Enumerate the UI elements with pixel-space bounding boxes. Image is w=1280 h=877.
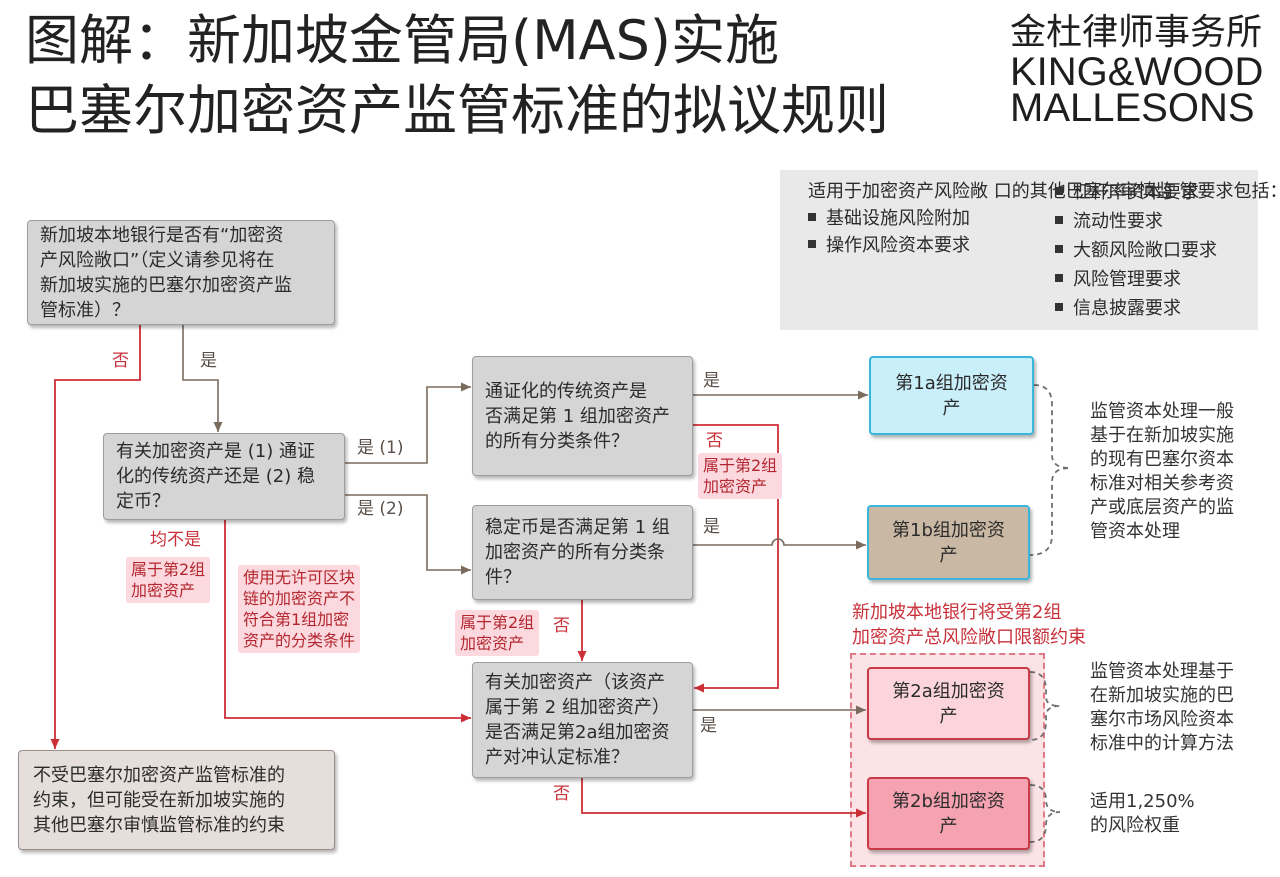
logo-english-line-1: KING&WOOD	[1010, 50, 1264, 94]
bullet-icon	[1055, 303, 1063, 311]
requirement-item-label: 信息披露要求	[1073, 298, 1181, 319]
node-not-subject: 不受巴塞尔加密资产监管标准的 约束，但可能受在新加坡实施的 其他巴塞尔审慎监管标…	[18, 750, 335, 850]
edge-exposure-yes	[182, 325, 223, 432]
node-stablecoin-question: 稳定币是否满足第 1 组 加密资产的所有分类条 件？	[472, 505, 693, 600]
brace-group-2a	[1029, 671, 1061, 741]
node-hedging-question: 有关加密资产（该资产 属于第 2 组加密资产） 是否满足第2a组加密资 产对冲认…	[472, 662, 693, 778]
edge-label-tokenized: 是 (1)	[357, 438, 404, 458]
requirement-item-label: 基础设施风险附加	[826, 208, 970, 229]
edge-label-stablecoin-no: 否	[553, 616, 570, 636]
bullet-icon	[808, 213, 816, 221]
edge-stablecoin-yes	[693, 538, 866, 550]
page-title: 图解：新加坡金管局(MAS)实施 巴塞尔加密资产监管标准的拟议规则	[25, 6, 889, 146]
node-stablecoin-question-text: 稳定币是否满足第 1 组 加密资产的所有分类条 件？	[485, 517, 670, 588]
group-2-limit-note: 新加坡本地银行将受第2组 加密资产总风险敞口限额约束	[852, 602, 1086, 648]
edge-label-stablecoin-group2: 属于第2组 加密资产	[455, 610, 540, 656]
edge-label-stablecoin-yes: 是	[703, 517, 720, 537]
page-title-line-2: 巴塞尔加密资产监管标准的拟议规则	[25, 79, 889, 142]
requirement-item-label: 流动性要求	[1073, 211, 1163, 232]
edge-label-tokenized-yes: 是	[703, 371, 720, 391]
edge-type-tokenized	[345, 382, 471, 464]
bullet-icon	[808, 240, 816, 248]
node-group-1b-text: 第1b组加密资 产	[892, 519, 1005, 566]
logo-english-line-2: MALLESONS	[1010, 86, 1255, 130]
bullet-icon	[1055, 274, 1063, 282]
requirement-item-label: 风险管理要求	[1073, 269, 1181, 290]
node-asset-type-question: 有关加密资产是 (1) 通证 化的传统资产还是 (2) 稳 定币？	[103, 433, 345, 520]
edge-type-neither	[224, 520, 471, 723]
node-not-subject-text: 不受巴塞尔加密资产监管标准的 约束，但可能受在新加坡实施的 其他巴塞尔审慎监管标…	[33, 764, 285, 836]
node-bank-exposure-question-text: 新加坡本地银行是否有“加密资 产风险敞口”（定义请参见将在 新加坡实施的巴塞尔加…	[40, 224, 292, 321]
edge-exposure-no	[50, 325, 141, 749]
requirement-item: 风险管理要求	[1055, 265, 1217, 294]
node-group-1a-text: 第1a组加密资 产	[895, 372, 1008, 419]
edge-label-permissionless-note: 使用无许可区块 链的加密资产不 符合第1组加密 资产的分类条件	[238, 565, 361, 653]
node-group-1a: 第1a组加密资 产	[869, 356, 1034, 435]
note-group-2b-treatment: 适用1,250% 的风险权重	[1090, 791, 1195, 836]
requirement-item: 流动性要求	[1055, 207, 1217, 236]
edge-label-tokenized-no: 否	[706, 431, 723, 451]
firm-logo: 金杜律师事务所 KING&WOOD MALLESONS	[1010, 12, 1272, 130]
node-tokenized-question: 通证化的传统资产是 否满足第 1 组加密资产 的所有分类条件？	[472, 356, 693, 476]
requirement-item-label: 大额风险敞口要求	[1073, 240, 1217, 261]
logo-chinese-name: 金杜律师事务所	[1010, 12, 1263, 53]
bullet-icon	[1055, 216, 1063, 224]
node-tokenized-question-text: 通证化的传统资产是 否满足第 1 组加密资产 的所有分类条件？	[485, 380, 670, 452]
other-requirements-box: 适用于加密资产风险敞 口的其他巴塞尔审慎监 管要求包括： 基础设施风险附加 操作…	[780, 170, 1280, 330]
node-group-1b: 第1b组加密资 产	[867, 505, 1030, 580]
other-requirements-intro: 适用于加密资产风险敞 口的其他巴塞尔审慎监 管要求包括：	[808, 181, 1280, 202]
edge-label-exposure-no: 否	[112, 351, 129, 371]
bullet-icon	[1055, 187, 1063, 195]
node-asset-type-question-text: 有关加密资产是 (1) 通证 化的传统资产还是 (2) 稳 定币？	[116, 441, 315, 512]
page-title-line-1: 图解：新加坡金管局(MAS)实施	[25, 9, 779, 72]
brace-group-1	[1029, 384, 1071, 556]
note-group-2a-treatment: 监管资本处理基于 在新加坡实施的巴 塞尔市场风险资本 标准中的计算方法	[1090, 661, 1234, 754]
edge-label-hedging-no: 否	[553, 784, 570, 804]
edge-tokenized-no	[693, 424, 779, 693]
brace-group-2b	[1029, 784, 1061, 843]
other-requirements-left-column: 适用于加密资产风险敞 口的其他巴塞尔审慎监 管要求包括： 基础设施风险附加 操作…	[808, 178, 1280, 259]
edge-label-hedging-yes: 是	[700, 716, 717, 736]
note-group-1-treatment: 监管资本处理一般 基于在新加坡实施 的现有巴塞尔资本 标准对相关参考资 产或底层…	[1090, 401, 1234, 542]
bullet-icon	[1055, 245, 1063, 253]
edge-label-neither-group2: 属于第2组 加密资产	[126, 557, 211, 603]
other-requirements-right-column: 杠杆率资本要求 流动性要求 大额风险敞口要求 风险管理要求 信息披露要求	[1055, 178, 1217, 323]
requirement-item: 杠杆率资本要求	[1055, 178, 1217, 207]
requirement-item: 信息披露要求	[1055, 294, 1217, 323]
node-group-2a: 第2a组加密资 产	[867, 667, 1030, 740]
requirement-item: 大额风险敞口要求	[1055, 236, 1217, 265]
node-group-2b: 第2b组加密资 产	[867, 777, 1030, 850]
node-group-2b-text: 第2b组加密资 产	[892, 790, 1005, 837]
node-bank-exposure-question: 新加坡本地银行是否有“加密资 产风险敞口”（定义请参见将在 新加坡实施的巴塞尔加…	[27, 220, 335, 325]
node-hedging-question-text: 有关加密资产（该资产 属于第 2 组加密资产） 是否满足第2a组加密资 产对冲认…	[485, 672, 670, 768]
requirement-item-label: 操作风险资本要求	[826, 235, 970, 256]
node-group-2a-text: 第2a组加密资 产	[892, 680, 1005, 727]
edge-type-stablecoin	[345, 494, 471, 575]
edge-label-stablecoin: 是 (2)	[357, 499, 404, 519]
edge-label-neither: 均不是	[150, 530, 201, 550]
edge-label-tokenized-group2: 属于第2组 加密资产	[698, 453, 783, 499]
requirement-item-label: 杠杆率资本要求	[1073, 182, 1199, 203]
edge-label-exposure-yes: 是	[200, 351, 217, 371]
edge-hedging-no	[581, 778, 866, 818]
requirement-item: 操作风险资本要求	[808, 232, 1280, 259]
requirement-item: 基础设施风险附加	[808, 205, 1280, 232]
